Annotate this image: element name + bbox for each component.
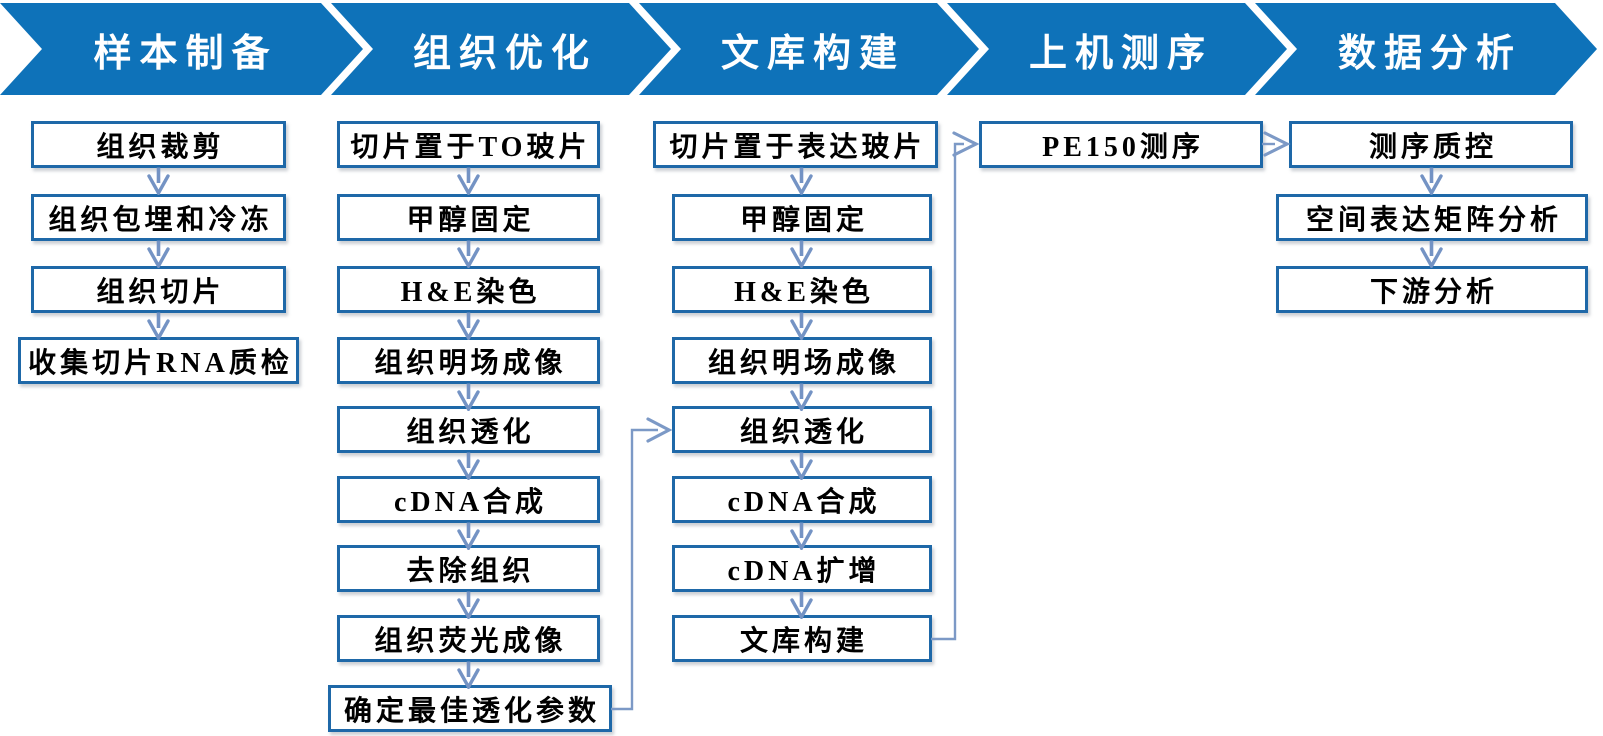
step-tissue-trim: 组织裁剪 (31, 121, 286, 168)
stage-label: 数据分析 (1337, 32, 1522, 75)
down-arrow-icon (790, 240, 813, 268)
step-library-construction: 文库构建 (672, 615, 932, 662)
down-arrow-icon (457, 167, 480, 195)
step-sequencing-qc: 测序质控 (1289, 121, 1573, 168)
down-arrow-icon (790, 312, 813, 340)
step-brightfield-imaging-lib: 组织明场成像 (672, 337, 932, 384)
step-section-on-to-slide: 切片置于TO玻片 (337, 121, 600, 168)
step-methanol-fixation-to: 甲醇固定 (337, 194, 600, 241)
stage-chevron-sequencing: 上机测序 (947, 3, 1287, 95)
down-arrow-icon (457, 240, 480, 268)
step-he-staining-lib: H&E染色 (672, 266, 932, 313)
stage-chevron-sample-preparation: 样本制备 (0, 3, 363, 95)
step-tissue-section: 组织切片 (31, 266, 286, 313)
down-arrow-icon (457, 661, 480, 689)
down-arrow-icon (457, 383, 480, 411)
down-arrow-icon (457, 452, 480, 480)
stage-chevron-tissue-optimization: 组织优化 (331, 3, 671, 95)
down-arrow-icon (147, 167, 170, 195)
step-tissue-removal: 去除组织 (337, 545, 600, 592)
down-arrow-icon (457, 312, 480, 340)
down-arrow-icon (147, 240, 170, 268)
down-arrow-icon (790, 383, 813, 411)
down-arrow-icon (147, 312, 170, 340)
step-optimal-permeabilization-params: 确定最佳透化参数 (328, 685, 612, 732)
step-brightfield-imaging-to: 组织明场成像 (337, 337, 600, 384)
step-fluorescence-imaging: 组织荧光成像 (337, 615, 600, 662)
stage-label: 组织优化 (412, 32, 597, 75)
down-arrow-icon (790, 167, 813, 195)
down-arrow-icon (790, 452, 813, 480)
step-cdna-amplification: cDNA扩增 (672, 545, 932, 592)
step-permeabilization-lib: 组织透化 (672, 406, 932, 453)
step-permeabilization-to: 组织透化 (337, 406, 600, 453)
step-methanol-fixation-lib: 甲醇固定 (672, 194, 932, 241)
step-pe150-sequencing: PE150测序 (979, 121, 1263, 168)
step-cdna-synthesis-lib: cDNA合成 (672, 476, 932, 523)
step-cdna-synthesis-to: cDNA合成 (337, 476, 600, 523)
step-downstream-analysis: 下游分析 (1276, 266, 1588, 313)
down-arrow-icon (790, 591, 813, 619)
step-spatial-expression-matrix-analysis: 空间表达矩阵分析 (1276, 194, 1588, 241)
step-section-on-expression-slide: 切片置于表达玻片 (653, 121, 938, 168)
stage-label: 文库构建 (720, 32, 905, 75)
down-arrow-icon (1420, 167, 1443, 195)
stage-label: 样本制备 (93, 32, 278, 75)
stage-label: 上机测序 (1028, 32, 1213, 75)
down-arrow-icon (457, 522, 480, 550)
elbow-connector-library-to-pe150 (931, 131, 980, 641)
step-collect-section-rna-qc: 收集切片RNA质检 (18, 337, 299, 384)
step-he-staining-to: H&E染色 (337, 266, 600, 313)
down-arrow-icon (457, 591, 480, 619)
arrow-connector-pe150-to-qc (1262, 131, 1291, 157)
stage-chevron-library-construction: 文库构建 (639, 3, 979, 95)
down-arrow-icon (1420, 240, 1443, 268)
stage-chevron-data-analysis: 数据分析 (1255, 3, 1597, 95)
step-tissue-embed-freeze: 组织包埋和冷冻 (31, 194, 286, 241)
elbow-connector-params-to-permeabilization (611, 417, 673, 711)
down-arrow-icon (790, 522, 813, 550)
